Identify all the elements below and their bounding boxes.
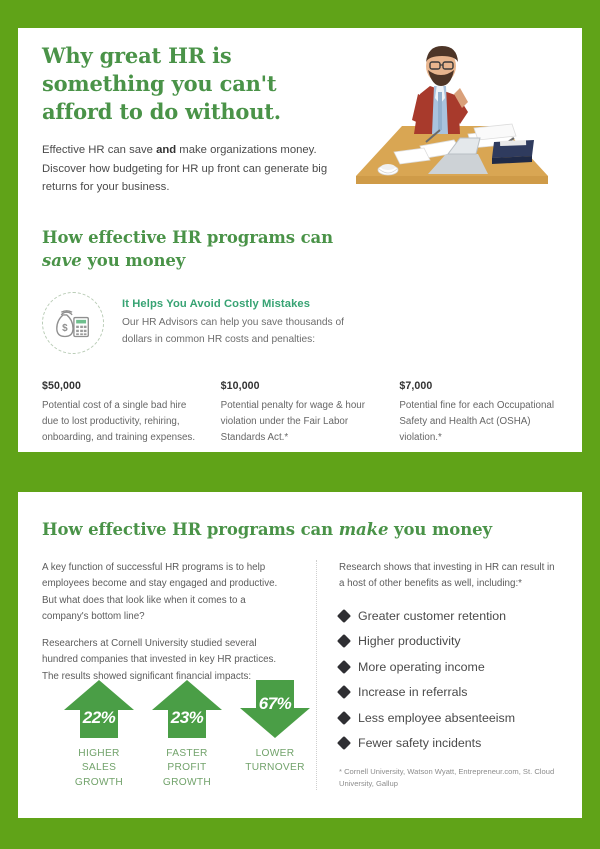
- hero-block: Why great HR is something you can't affo…: [42, 42, 332, 196]
- businessman-at-desk-illustration: [342, 34, 562, 214]
- list-item-label: More operating income: [358, 659, 485, 674]
- stat-description: Potential fine for each Occupational Saf…: [399, 400, 555, 444]
- list-item-label: Greater customer retention: [358, 608, 507, 623]
- column-divider: [316, 560, 317, 791]
- list-item-label: Increase in referrals: [358, 685, 468, 699]
- make-section-title: How effective HR programs can make you m…: [42, 518, 562, 541]
- left-paragraph-2: Researchers at Cornell University studie…: [42, 638, 277, 682]
- diamond-bullet-icon: [336, 684, 352, 700]
- list-item: Increase in referrals: [336, 684, 558, 700]
- chart-value-label: 22%: [82, 708, 116, 727]
- left-column: A key function of successful HR programs…: [42, 560, 294, 790]
- diamond-bullet-icon: [336, 608, 352, 623]
- label-line-1: LOWER: [255, 748, 295, 759]
- label-line-3: GROWTH: [74, 776, 124, 788]
- make-title-part-2: you money: [388, 520, 492, 539]
- label-line-1: FASTER: [166, 748, 208, 759]
- label-line-3: GROWTH: [162, 776, 212, 788]
- make-title-italic: make: [338, 520, 389, 539]
- list-item: Less employee absenteeism: [336, 710, 558, 725]
- list-item: Greater customer retention: [336, 608, 558, 623]
- save-title-part-2: you money: [81, 251, 186, 271]
- callout-subtitle: Our HR Advisors can help you save thousa…: [122, 317, 344, 345]
- page-title: Why great HR is something you can't affo…: [42, 43, 281, 125]
- label-line-2: PROFIT: [167, 762, 207, 774]
- label-line-2: SALES: [81, 762, 117, 774]
- list-item: Fewer safety incidents: [336, 735, 558, 751]
- hero-body-text: Effective HR can save and make organizat…: [42, 141, 332, 196]
- make-money-card: How effective HR programs can make you m…: [18, 492, 582, 818]
- chart-category-label: LOWER TURNOVER: [238, 747, 312, 776]
- label-line-2: TURNOVER: [245, 762, 305, 774]
- diamond-bullet-icon: [336, 735, 352, 751]
- costly-mistakes-callout: $ It Helps You Avoid Costly Mistakes Our…: [42, 290, 352, 354]
- hero-body-before: Effective HR can save: [42, 144, 157, 157]
- stat-item: $10,000 Potential penalty for wage & hou…: [221, 380, 380, 446]
- save-title-italic: save: [42, 251, 82, 271]
- save-title-part-1: How effective HR programs can: [42, 228, 334, 247]
- svg-text:$: $: [62, 323, 68, 334]
- stat-description: Potential cost of a single bad hire due …: [42, 400, 196, 444]
- chart-category-label: FASTER PROFIT GROWTH: [150, 747, 224, 790]
- stat-value: $50,000: [42, 380, 81, 392]
- stat-value: $7,000: [399, 380, 433, 392]
- right-intro-text: Research shows that investing in HR can …: [339, 562, 555, 590]
- left-paragraph-1: A key function of successful HR programs…: [42, 562, 278, 622]
- impact-arrow-chart: 22% HIGHER SALES GROWTH 23% FASTER PROFI…: [62, 678, 312, 790]
- diamond-bullet-icon: [336, 659, 352, 674]
- callout-text-block: It Helps You Avoid Costly Mistakes Our H…: [122, 290, 352, 348]
- chart-value-label: 67%: [258, 694, 292, 713]
- hero-body-after: make organizations money. Discover how b…: [42, 144, 328, 193]
- chart-item-profit-growth: 23% FASTER PROFIT GROWTH: [150, 678, 224, 790]
- save-section-title: How effective HR programs can save you m…: [42, 226, 342, 273]
- chart-category-label: HIGHER SALES GROWTH: [62, 747, 136, 790]
- two-column-layout: A key function of successful HR programs…: [42, 560, 558, 791]
- chart-value-label: 23%: [170, 708, 204, 727]
- list-item-label: Less employee absenteeism: [358, 710, 516, 725]
- cost-stats-row: $50,000 Potential cost of a single bad h…: [42, 380, 558, 446]
- stat-item: $7,000 Potential fine for each Occupatio…: [399, 380, 558, 446]
- money-bag-calculator-icon: $: [42, 292, 104, 354]
- stat-item: $50,000 Potential cost of a single bad h…: [42, 380, 201, 446]
- list-item: Higher productivity: [336, 633, 558, 649]
- hero-body-bold: and: [156, 144, 177, 157]
- callout-title: It Helps You Avoid Costly Mistakes: [122, 298, 311, 310]
- stat-value: $10,000: [220, 380, 260, 392]
- up-arrow-icon: 23%: [150, 678, 224, 740]
- benefits-list: Greater customer retention Higher produc…: [336, 608, 558, 751]
- list-item-label: Higher productivity: [358, 634, 461, 648]
- diamond-bullet-icon: [336, 710, 352, 725]
- chart-item-sales-growth: 22% HIGHER SALES GROWTH: [62, 678, 136, 790]
- sources-footnote: * Cornell University, Watson Wyatt, Entr…: [339, 767, 555, 789]
- diamond-bullet-icon: [336, 633, 352, 649]
- down-arrow-icon: 67%: [238, 678, 312, 740]
- right-column: Research shows that investing in HR can …: [336, 560, 558, 790]
- make-title-part-1: How effective HR programs can: [42, 520, 339, 539]
- label-line-1: HIGHER: [78, 748, 120, 759]
- chart-item-turnover: 67% LOWER TURNOVER: [238, 678, 312, 776]
- list-item: More operating income: [336, 659, 558, 674]
- stat-description: Potential penalty for wage & hour violat…: [220, 400, 365, 444]
- up-arrow-icon: 22%: [62, 678, 136, 740]
- list-item-label: Fewer safety incidents: [358, 736, 482, 750]
- save-money-card: Why great HR is something you can't affo…: [18, 28, 582, 452]
